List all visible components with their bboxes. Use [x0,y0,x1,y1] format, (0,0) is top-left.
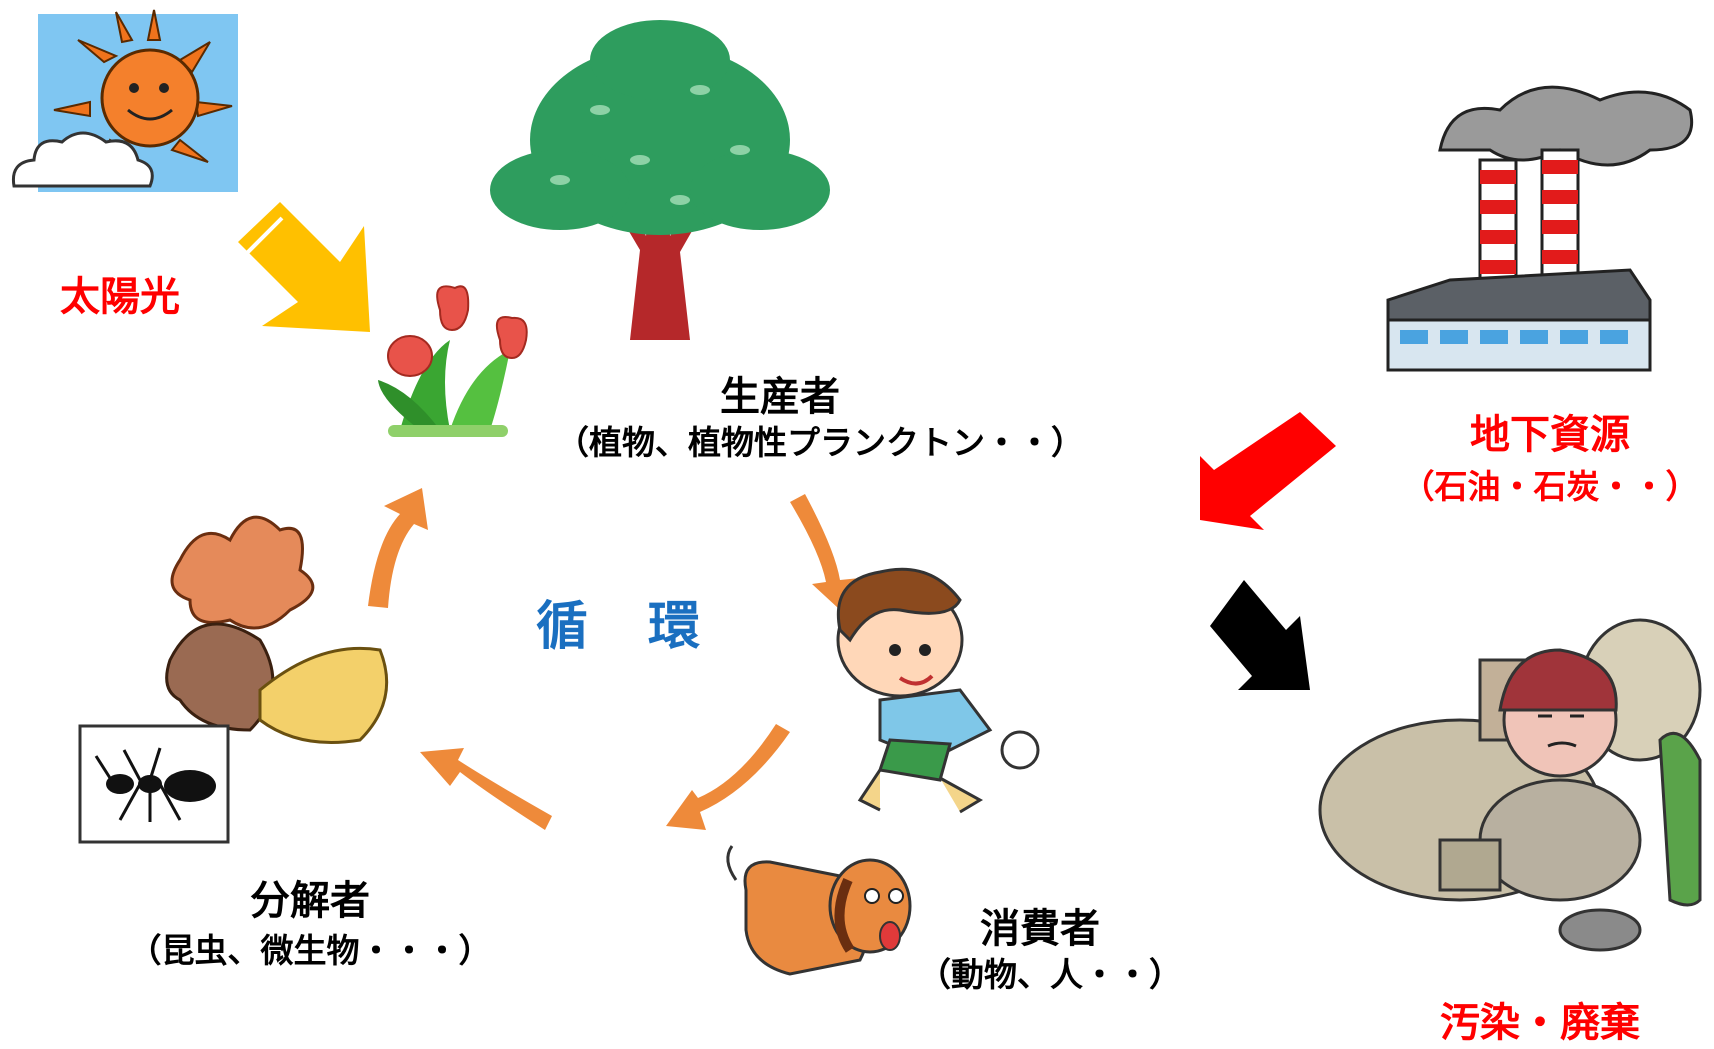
resource-title: 地下資源 [1470,412,1630,458]
tulip-icon [378,285,528,437]
consumer-subtitle: （動物、人・・） [918,955,1182,994]
dog-icon [726,845,912,976]
sun-icon [11,9,238,192]
sunlight-label: 太陽光 [60,274,180,320]
producer-to-consumer-arrow [790,494,860,608]
tree-icon [490,20,830,340]
ant-icon [78,724,230,844]
resource-arrow [1200,412,1336,530]
cycle-arrows [368,488,860,830]
factory-icon [1386,85,1693,372]
decomposer-title: 分解者 [250,878,370,924]
resource-subtitle: （石油・石炭・・） [1401,467,1699,506]
cycle-label: 循 環 [535,597,704,657]
pollution-label: 汚染・廃棄 [1440,1000,1640,1046]
consumer-to-decomposer-arrow [666,724,790,830]
decomposer-subtitle: （昆虫、微生物・・・） [128,931,492,970]
decomposer-arrow [420,748,552,830]
garbage-icon [1318,618,1702,952]
decomposer-to-producer-arrow [368,488,428,608]
sunlight-arrow [230,202,370,332]
pollution-arrow [1210,580,1310,690]
consumer-title: 消費者 [980,906,1100,952]
boy-icon [836,567,1040,814]
producer-title: 生産者 [720,374,840,420]
leaves-icon [165,515,389,744]
producer-subtitle: （植物、植物性プランクトン・・） [556,423,1084,462]
